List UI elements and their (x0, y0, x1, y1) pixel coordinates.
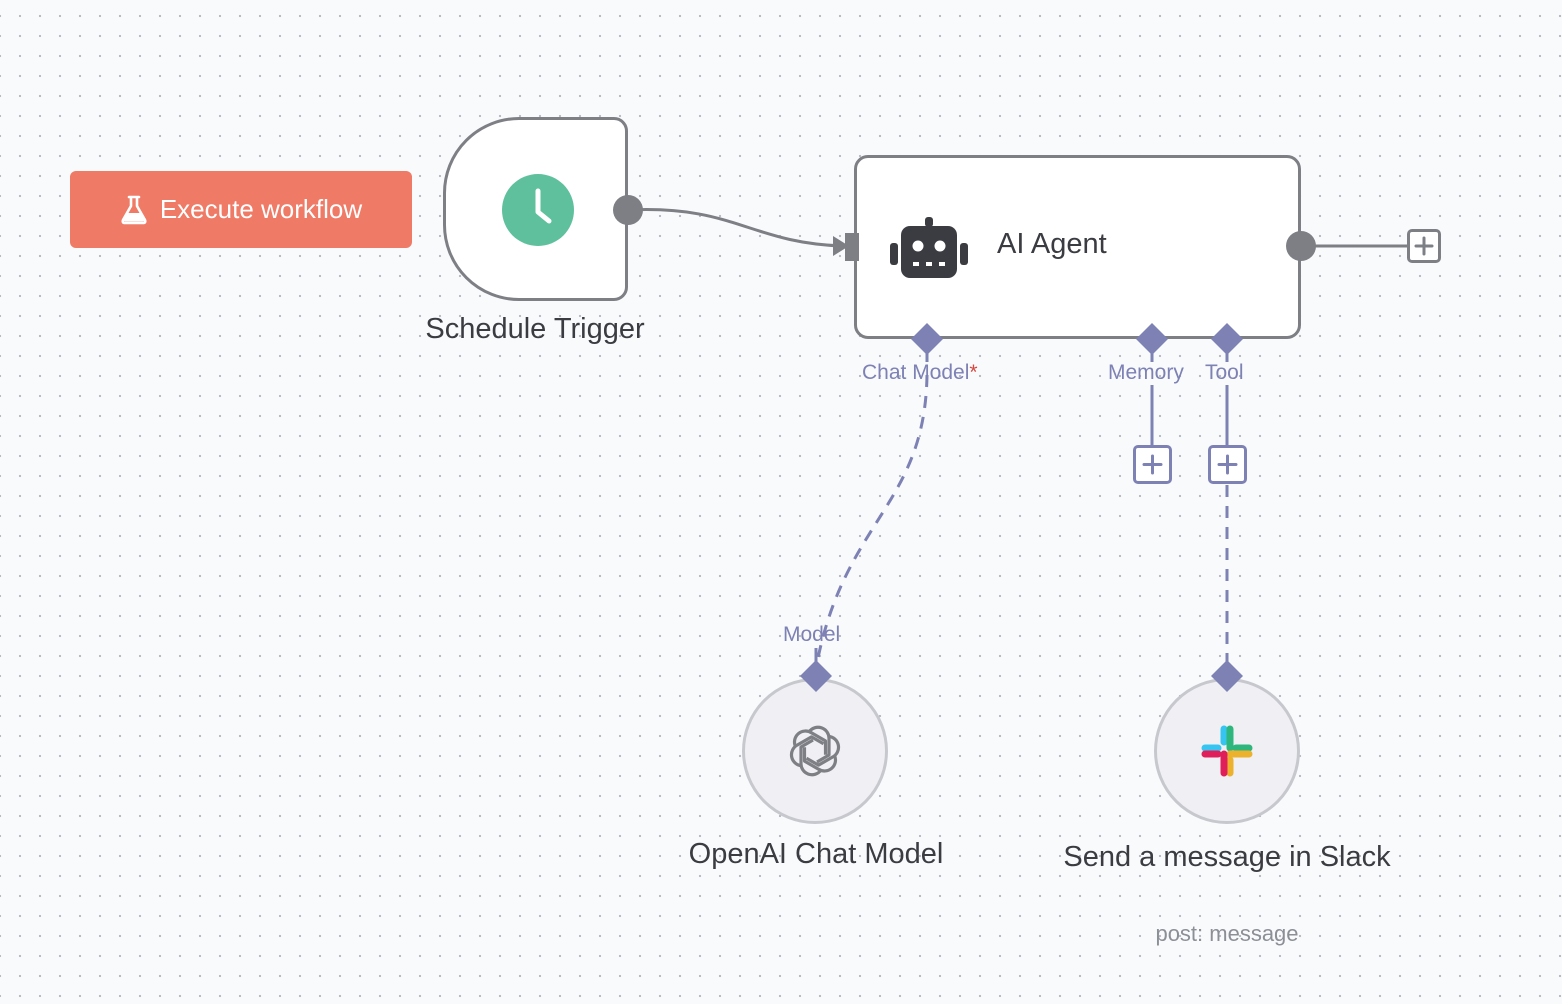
openai-chat-model-node[interactable] (742, 678, 888, 824)
schedule-trigger-node[interactable] (443, 117, 628, 301)
slack-node-subtitle: post: message (1155, 921, 1299, 946)
schedule-trigger-label: Schedule Trigger (425, 313, 645, 345)
plus-icon (1217, 454, 1238, 475)
ai-agent-node[interactable]: AI Agent (854, 155, 1301, 339)
connection-chat-model[interactable] (815, 374, 929, 664)
memory-port-label: Memory (1108, 361, 1184, 384)
openai-chat-model-label: OpenAI Chat Model (688, 838, 944, 870)
flask-icon (120, 195, 148, 225)
slack-node-label: Send a message in Slack (1063, 841, 1391, 873)
model-port-label: Model (783, 623, 841, 646)
connection-trigger-to-agent[interactable] (627, 208, 844, 248)
memory-port-handle[interactable] (1135, 322, 1169, 356)
trigger-output-handle[interactable] (611, 193, 645, 227)
openai-icon (789, 725, 841, 777)
agent-output-add-button[interactable] (1407, 229, 1441, 263)
execute-workflow-button[interactable]: Execute workflow (70, 171, 412, 248)
slack-icon (1201, 725, 1253, 777)
plus-icon (1142, 454, 1163, 475)
required-marker: * (969, 361, 978, 384)
plus-icon (1414, 236, 1434, 256)
robot-icon (890, 217, 968, 278)
execute-workflow-label: Execute workflow (159, 194, 363, 224)
tool-port-label: Tool (1205, 361, 1244, 384)
chat-model-port-handle[interactable] (910, 322, 944, 356)
memory-add-button[interactable] (1133, 445, 1172, 484)
ai-agent-title: AI Agent (997, 228, 1107, 260)
slack-input-handle[interactable] (1210, 659, 1244, 693)
chat-model-port-text: Chat Model (862, 361, 970, 384)
tool-add-button[interactable] (1208, 445, 1247, 484)
model-input-handle[interactable] (799, 659, 833, 693)
tool-port-handle[interactable] (1210, 322, 1244, 356)
agent-output-handle[interactable] (1284, 229, 1318, 263)
slack-node[interactable] (1154, 678, 1300, 824)
clock-icon (502, 174, 574, 246)
agent-input-handle[interactable] (845, 233, 861, 261)
chat-model-port-label: Chat Model* (862, 361, 978, 385)
